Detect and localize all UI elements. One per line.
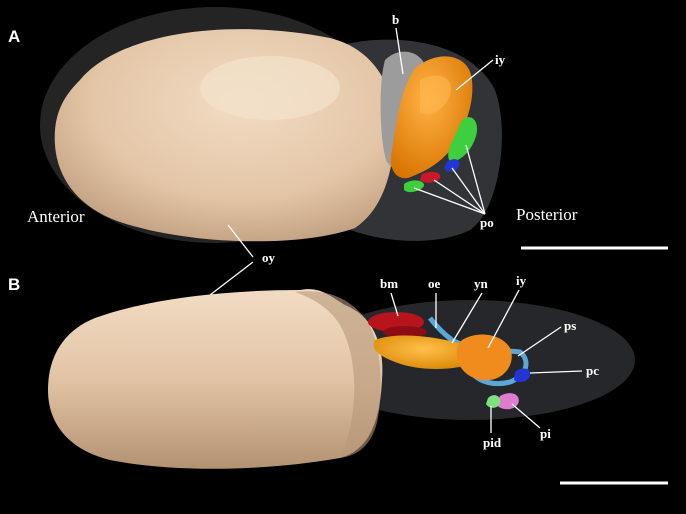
po-blue <box>444 159 460 172</box>
label-oe: oe <box>428 276 441 291</box>
label-oy: oy <box>262 250 276 265</box>
label-ps: ps <box>564 318 576 333</box>
organ-pc <box>514 368 531 383</box>
yolk-a <box>54 29 395 242</box>
organ-bm-2 <box>383 326 427 338</box>
leader-iy-b <box>487 289 520 349</box>
leader-pc <box>529 370 583 374</box>
label-pi: pi <box>540 426 551 441</box>
panel-b-letter: B <box>8 275 20 294</box>
label-po: po <box>480 215 494 230</box>
panel-b: B bm oe yn iy ps pc pi pid <box>8 273 668 485</box>
leader-pi <box>511 403 541 429</box>
leader-b <box>395 27 404 75</box>
organ-pid <box>486 395 501 408</box>
label-yn: yn <box>474 276 489 291</box>
label-bm: bm <box>380 276 398 291</box>
leader-iy-a <box>455 59 494 91</box>
leader-po-2 <box>451 167 486 215</box>
label-iy-b: iy <box>516 273 527 288</box>
leader-po-1 <box>465 144 486 215</box>
label-b: b <box>392 12 399 27</box>
label-anterior: Anterior <box>27 207 85 226</box>
leader-yn <box>451 292 483 344</box>
organ-iy-b <box>456 334 512 381</box>
leader-oy-b <box>209 261 254 296</box>
leader-bm <box>390 292 399 317</box>
organ-yn <box>373 335 474 369</box>
leader-ps <box>517 326 562 357</box>
leader-po-4 <box>413 187 486 215</box>
panel-a: A b iy po Anterior Posterior <box>8 7 668 250</box>
organ-iy-a-ridge <box>420 75 451 115</box>
leader-po-3 <box>433 179 486 215</box>
organ-oe <box>428 316 529 387</box>
po-green-upper <box>448 117 478 162</box>
label-iy-a: iy <box>495 52 506 67</box>
label-posterior: Posterior <box>516 205 578 224</box>
leader-oy-a <box>227 224 254 258</box>
yolk-b-end <box>295 291 381 458</box>
panel-a-letter: A <box>8 27 20 46</box>
yolk-a-highlight <box>200 56 340 120</box>
label-pid: pid <box>483 435 502 450</box>
yolk-b <box>48 289 383 469</box>
label-pc: pc <box>586 363 599 378</box>
